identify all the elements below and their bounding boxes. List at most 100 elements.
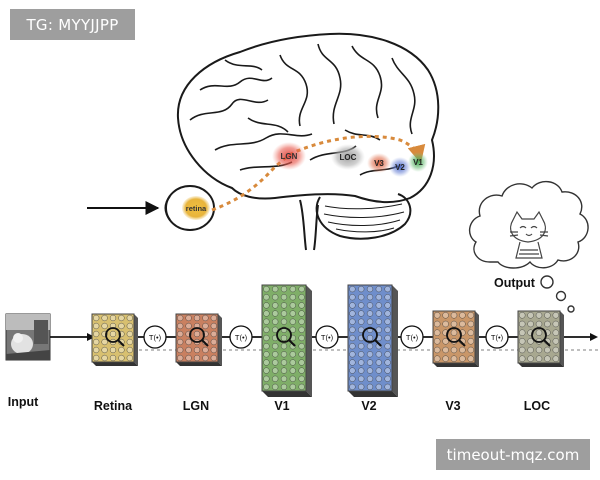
layer-v2-unit xyxy=(384,294,391,301)
layer-retina-unit xyxy=(126,314,133,322)
receptive-field-icon xyxy=(276,327,292,343)
thought-cloud xyxy=(469,181,589,269)
layer-v1-unit xyxy=(263,383,270,391)
layer-lgn-unit xyxy=(210,322,217,330)
layer-v1-unit xyxy=(280,334,288,342)
layer-loc-unit xyxy=(544,320,551,328)
layer-v1-unit xyxy=(272,343,279,350)
v2-region xyxy=(389,157,411,177)
layer-retina-unit xyxy=(126,322,133,330)
stage-label-retina: Retina xyxy=(94,399,133,413)
layer-lgn-unit xyxy=(185,346,192,354)
layer-loc-unit xyxy=(527,355,534,362)
v2-region-label: V2 xyxy=(395,163,405,172)
layer-v2-unit xyxy=(349,334,356,342)
layer-retina-unit xyxy=(118,322,125,330)
layer-v2-unit xyxy=(384,310,391,317)
layer-loc-unit xyxy=(552,312,559,319)
layer-v1-unit xyxy=(272,302,279,309)
layer-loc-unit xyxy=(535,346,543,354)
layer-loc-unit xyxy=(519,329,526,336)
layer-v3-unit xyxy=(467,329,474,336)
layer-loc-unit xyxy=(519,355,526,362)
layer-v1-unit xyxy=(298,310,305,317)
receptive-field-icon xyxy=(531,327,547,343)
layer-loc-unit xyxy=(519,338,526,345)
layer-lgn-unit xyxy=(177,322,184,330)
layer-lgn-unit xyxy=(177,314,184,322)
layer-v3 xyxy=(432,310,479,367)
layer-v2-unit xyxy=(375,286,382,293)
layer-v2-unit xyxy=(384,367,391,374)
receptive-field-handle xyxy=(201,339,209,347)
layer-v2-unit xyxy=(349,359,356,366)
layer-lgn-unit xyxy=(177,330,184,338)
layer-v2-unit xyxy=(349,294,356,301)
layer-v3-unit xyxy=(434,312,441,319)
layer-v1-unit xyxy=(272,286,279,293)
layer-retina-unit xyxy=(118,314,125,322)
layer-lgn xyxy=(175,313,222,366)
layer-v1-unit xyxy=(272,367,279,374)
layer-v1-unit xyxy=(263,302,270,309)
transform-node-label: T(•) xyxy=(491,333,504,342)
layer-retina-face xyxy=(91,313,135,363)
layer-lgn-unit xyxy=(202,314,209,322)
layer-lgn-unit xyxy=(210,338,217,346)
layer-v1-unit xyxy=(272,375,279,382)
layer-retina-unit xyxy=(93,338,100,346)
layer-loc-unit xyxy=(535,355,543,362)
layer-v1-unit xyxy=(289,359,296,366)
layer-v3-unit xyxy=(442,312,449,319)
layer-lgn-unit xyxy=(177,354,184,362)
layer-v2-unit xyxy=(349,310,356,317)
layer-loc-unit xyxy=(519,312,526,319)
layer-v2-unit xyxy=(358,302,365,309)
layer-v1-unit xyxy=(289,367,296,374)
layer-lgn-side xyxy=(218,314,222,366)
layer-lgn-unit xyxy=(202,354,209,362)
layer-v1-unit xyxy=(298,367,305,374)
watermark-bottom: timeout-mqz.com xyxy=(436,439,590,470)
retina-region xyxy=(182,196,210,220)
layer-v1-unit xyxy=(272,383,279,391)
layer-v1-unit xyxy=(280,343,288,350)
layer-v1-unit xyxy=(289,310,296,317)
layer-v2-unit xyxy=(384,302,391,309)
visual-pathway-route xyxy=(211,134,426,212)
cerebellum-folds xyxy=(323,203,405,233)
layer-retina-unit xyxy=(126,338,133,346)
layer-v1-unit xyxy=(298,326,305,333)
layer-v3-unit xyxy=(434,346,441,354)
layer-v1-unit xyxy=(289,383,296,391)
stage-label-v1: V1 xyxy=(274,399,289,413)
layer-loc-unit xyxy=(535,312,543,319)
stage-label-v3: V3 xyxy=(445,399,460,413)
layer-loc-unit xyxy=(544,312,551,319)
layer-v2-unit xyxy=(366,286,374,293)
layer-v2-unit xyxy=(366,310,374,317)
layer-retina-unit xyxy=(93,346,100,354)
layer-v1-unit xyxy=(280,375,288,382)
layer-v1-unit xyxy=(263,294,270,301)
layer-retina-unit xyxy=(101,354,108,362)
layer-lgn-unit xyxy=(185,322,192,330)
layer-v2-unit xyxy=(366,302,374,309)
layer-v1-unit xyxy=(272,318,279,325)
layer-v1-unit xyxy=(298,294,305,301)
layer-v2-unit xyxy=(358,375,365,382)
layer-v1-unit xyxy=(280,359,288,366)
layer-retina-unit xyxy=(126,330,133,338)
layer-lgn-unit xyxy=(202,346,209,354)
layer-v2-unit xyxy=(384,383,391,391)
layer-v2-unit xyxy=(349,375,356,382)
layer-v2-unit xyxy=(358,351,365,358)
network-layers xyxy=(91,284,564,397)
layer-v2-unit xyxy=(375,359,382,366)
layer-lgn-unit xyxy=(185,354,192,362)
v3-region xyxy=(367,153,391,173)
layer-v1-unit xyxy=(298,286,305,293)
layer-v1-unit xyxy=(263,359,270,366)
layer-lgn-unit xyxy=(193,354,201,362)
layer-v1-unit xyxy=(272,359,279,366)
